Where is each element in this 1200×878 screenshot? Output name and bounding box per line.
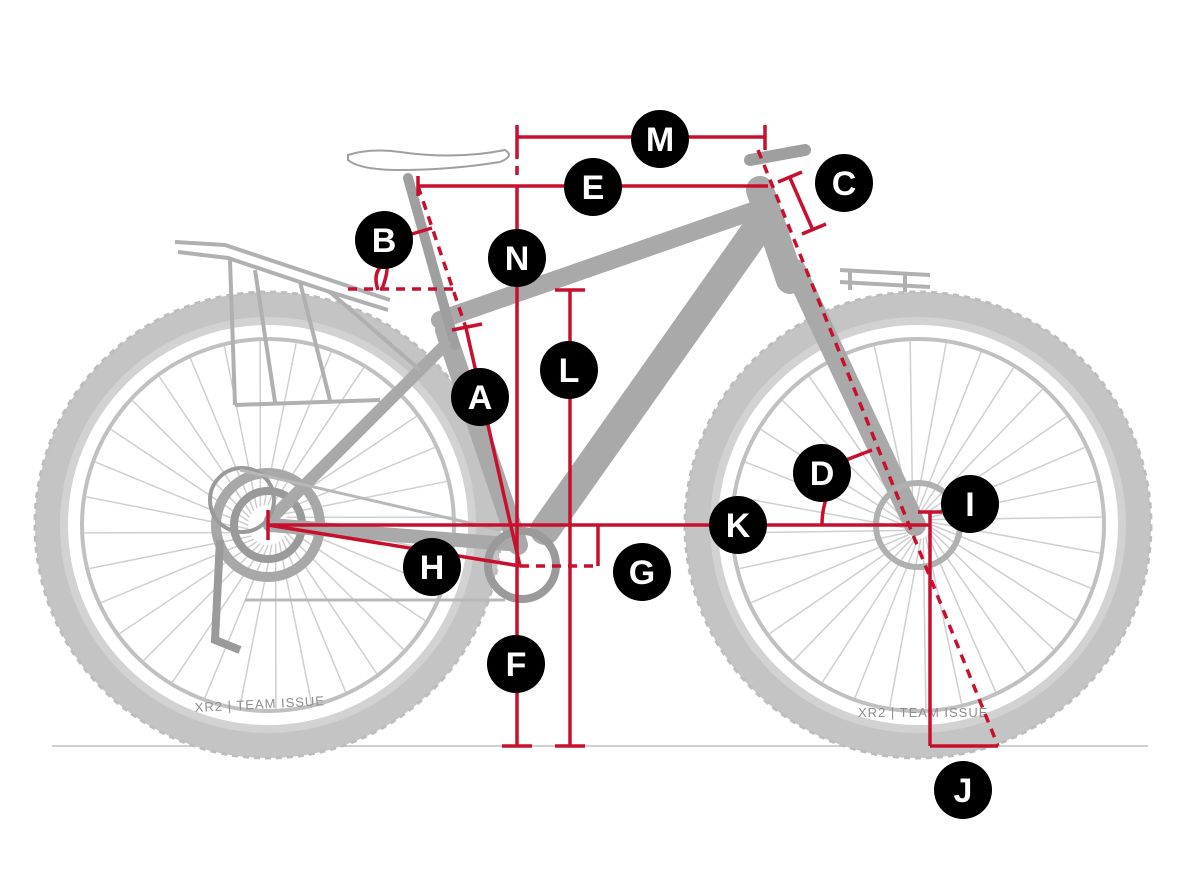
badge-c-label: C bbox=[832, 165, 857, 203]
steering-axis-line bbox=[756, 149, 1000, 747]
saddle bbox=[347, 148, 510, 172]
spoke bbox=[223, 346, 258, 509]
spoke bbox=[94, 461, 249, 526]
front-rack bbox=[839, 268, 931, 292]
badge-e: E bbox=[564, 158, 622, 216]
spoke bbox=[281, 538, 347, 693]
spoke bbox=[89, 535, 252, 570]
measurement-badges: M E C B N L A D bbox=[355, 110, 999, 819]
badge-k-label: K bbox=[726, 507, 751, 545]
badge-n-label: N bbox=[505, 240, 530, 278]
badge-c: C bbox=[815, 154, 873, 212]
rear-rack bbox=[174, 240, 422, 407]
spoke bbox=[263, 343, 297, 506]
badge-j-label: J bbox=[954, 772, 973, 810]
spoke bbox=[278, 541, 313, 704]
badge-d-label: D bbox=[810, 455, 835, 493]
measure-h-line bbox=[267, 523, 521, 568]
badge-g: G bbox=[613, 543, 671, 601]
measure-c-line bbox=[788, 177, 814, 229]
spoke bbox=[110, 428, 249, 522]
badge-h-label: H bbox=[420, 549, 445, 587]
spoke bbox=[131, 400, 251, 518]
badge-j: J bbox=[934, 761, 992, 819]
badge-f-label: F bbox=[506, 646, 527, 684]
badge-b: B bbox=[355, 211, 413, 269]
spoke bbox=[189, 357, 255, 512]
spoke bbox=[285, 532, 405, 650]
badge-i-label: I bbox=[965, 486, 974, 524]
badge-h: H bbox=[403, 538, 461, 596]
spoke bbox=[281, 446, 436, 512]
badge-e-label: E bbox=[582, 169, 605, 207]
spoke bbox=[100, 538, 255, 604]
spoke bbox=[284, 535, 378, 674]
badge-l-label: L bbox=[559, 352, 580, 390]
rear-tire-sidewall-text: XR2 | TEAM ISSUE bbox=[194, 693, 325, 715]
spoke bbox=[287, 528, 426, 622]
measure-d-pointer bbox=[845, 448, 873, 462]
badge-i: I bbox=[941, 475, 999, 533]
spoke bbox=[119, 541, 258, 635]
badge-m: M bbox=[631, 110, 689, 168]
seat-tube-extension bbox=[416, 185, 468, 329]
spoke bbox=[239, 544, 273, 707]
front-tire-sidewall-text: XR2 | TEAM ISSUE bbox=[858, 705, 988, 720]
bike-silhouette: XR2 | TEAM ISSUE XR2 | TEAM ISSUE bbox=[33, 144, 1153, 760]
badge-k: K bbox=[709, 496, 767, 554]
spoke bbox=[821, 538, 916, 683]
spoke bbox=[204, 544, 269, 699]
spoke bbox=[931, 527, 1076, 622]
badge-d: D bbox=[793, 444, 851, 502]
badge-n: N bbox=[488, 229, 546, 287]
spoke bbox=[143, 542, 261, 662]
badge-a-label: A bbox=[468, 379, 493, 417]
spoke bbox=[271, 367, 365, 506]
badge-g-label: G bbox=[629, 554, 655, 592]
badge-l: L bbox=[540, 341, 598, 399]
measure-c-tick-bottom bbox=[801, 222, 827, 236]
badge-f: F bbox=[487, 635, 545, 693]
badge-a: A bbox=[451, 368, 509, 426]
badge-m-label: M bbox=[646, 121, 674, 159]
measure-c-tick-top bbox=[777, 170, 803, 184]
badge-b-label: B bbox=[372, 222, 397, 260]
spoke bbox=[158, 376, 252, 515]
